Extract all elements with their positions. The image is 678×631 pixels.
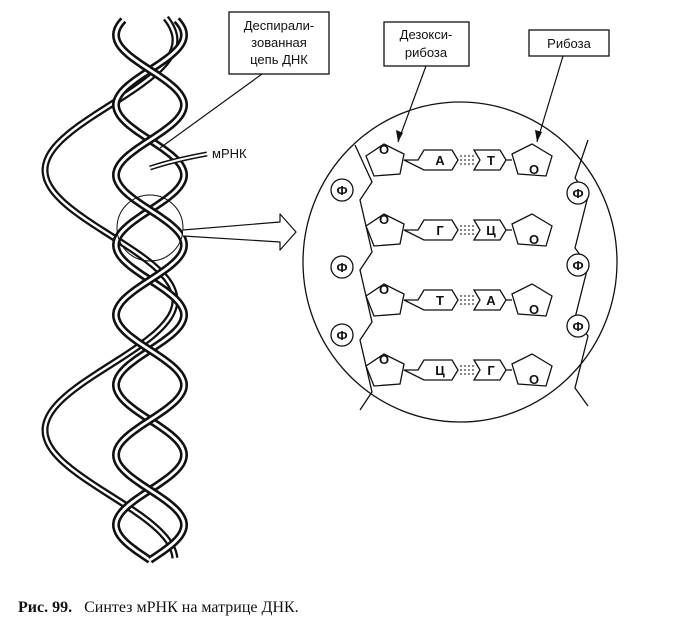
phosphate-right-label: Ф bbox=[572, 319, 583, 334]
phosphate-left bbox=[330, 178, 354, 202]
phosphate-left-label: Ф bbox=[336, 328, 347, 343]
despiral-label-line1: Деспирали- bbox=[244, 18, 314, 33]
deoxyribose-ring bbox=[365, 143, 405, 177]
dna-strand-a-highlight bbox=[114, 19, 186, 562]
ribose-ring bbox=[511, 213, 553, 247]
dna-base-letter: Г bbox=[436, 223, 444, 238]
caption-prefix: Рис. 99. bbox=[18, 599, 72, 616]
despiral-label-line3: цепь ДНК bbox=[250, 52, 308, 67]
deoxyribose-oxygen: O bbox=[379, 352, 389, 367]
rna-base-letter: Т bbox=[487, 153, 495, 168]
phosphate-right bbox=[566, 314, 590, 338]
dna-base-letter: Т bbox=[436, 293, 444, 308]
deoxyribose-pointer bbox=[397, 65, 427, 143]
phosphate-right-label: Ф bbox=[572, 258, 583, 273]
dna-base-shape bbox=[403, 219, 459, 241]
zoom-circle bbox=[116, 194, 184, 262]
deoxyribose-oxygen: O bbox=[379, 142, 389, 157]
dna-base-shape bbox=[403, 149, 459, 171]
ribose-pointer-head bbox=[535, 130, 542, 142]
rna-base-letter: Г bbox=[487, 363, 495, 378]
ribose-ring bbox=[511, 283, 553, 317]
figure-caption: Рис. 99. Синтез мРНК на матрице ДНК. bbox=[18, 599, 299, 616]
mrna-strand-inner bbox=[149, 153, 208, 169]
deoxyribose-pointer-head bbox=[396, 130, 403, 142]
rna-base-shape bbox=[472, 359, 512, 381]
ribose-ring bbox=[511, 353, 553, 387]
rna-base-shape bbox=[472, 149, 512, 171]
dna-strand-b-highlight bbox=[114, 19, 186, 562]
despiral-label-line2: зованная bbox=[251, 35, 307, 50]
phosphate-right-label: Ф bbox=[572, 186, 583, 201]
deoxyribose-oxygen: O bbox=[379, 212, 389, 227]
despiral-label-box: Деспирали- зованная цепь ДНК bbox=[228, 11, 330, 75]
phosphate-left bbox=[330, 323, 354, 347]
despiral-pointer bbox=[159, 73, 263, 149]
rna-base-letter: Ц bbox=[486, 223, 496, 238]
dna-base-letter: А bbox=[435, 153, 445, 168]
ribose-oxygen: O bbox=[529, 232, 539, 247]
rna-base-letter: А bbox=[486, 293, 496, 308]
rna-base-shape bbox=[472, 219, 512, 241]
deoxyribose-label-line2: рибоза bbox=[405, 45, 448, 60]
ribose-oxygen: O bbox=[529, 372, 539, 387]
dna-backbone-left bbox=[354, 144, 373, 411]
ribose-ring bbox=[511, 143, 553, 177]
dna-base-shape bbox=[403, 289, 459, 311]
ribose-pointer bbox=[536, 55, 564, 143]
ribose-label: Рибоза bbox=[547, 36, 591, 51]
dna-base-shape bbox=[403, 359, 459, 381]
deoxyribose-ring bbox=[365, 213, 405, 247]
ribose-label-box: Рибоза bbox=[528, 29, 610, 57]
phosphate-right bbox=[566, 253, 590, 277]
caption-text: Синтез мРНК на матрице ДНК. bbox=[84, 599, 299, 616]
deoxyribose-ring bbox=[365, 283, 405, 317]
phosphate-right bbox=[566, 181, 590, 205]
deoxyribose-oxygen: O bbox=[379, 282, 389, 297]
dna-base-letter: Ц bbox=[435, 363, 445, 378]
ribose-oxygen: O bbox=[529, 302, 539, 317]
zoom-arrow bbox=[182, 213, 297, 251]
despiralized-dna-strand-highlight bbox=[43, 17, 177, 559]
deoxyribose-label-line1: Дезокси- bbox=[400, 27, 453, 42]
magnified-strands: O O А Т O O Г Ц O O Т А O O Ц Г Ф Ф Ф Ф Ф Ф bbox=[330, 139, 590, 411]
magnified-view-circle bbox=[302, 101, 618, 423]
deoxyribose-ring bbox=[365, 353, 405, 387]
dna-double-helix bbox=[41, 15, 189, 564]
phosphate-left-label: Ф bbox=[336, 260, 347, 275]
mrna-label: мРНК bbox=[212, 146, 247, 161]
rna-base-shape bbox=[472, 289, 512, 311]
ribose-oxygen: O bbox=[529, 162, 539, 177]
phosphate-left bbox=[330, 255, 354, 279]
deoxyribose-label-box: Дезокси- рибоза bbox=[383, 21, 470, 67]
phosphate-left-label: Ф bbox=[336, 183, 347, 198]
